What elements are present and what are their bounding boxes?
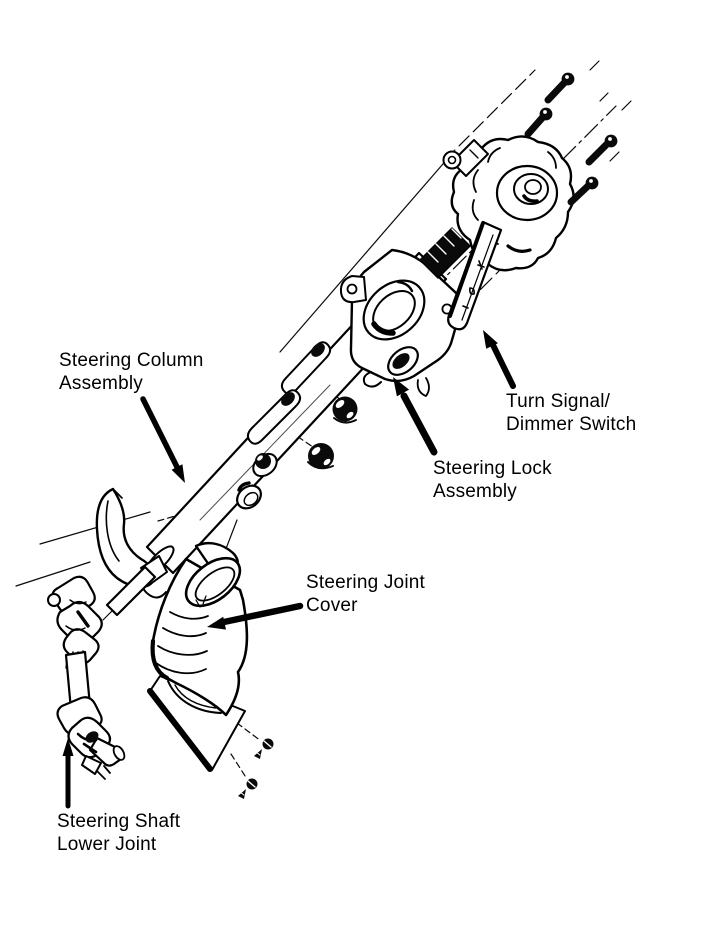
label-line: Dimmer Switch	[506, 414, 637, 435]
turn-signal-bracket	[447, 220, 503, 331]
screw	[238, 778, 258, 799]
label-line: Steering Column	[59, 350, 204, 371]
splined-shaft-section	[419, 227, 471, 279]
screw	[254, 738, 274, 759]
bolt	[544, 72, 575, 104]
label-line: Assembly	[433, 481, 517, 502]
joint-cover	[140, 555, 249, 772]
flanged-nut	[252, 452, 278, 478]
cover-screws	[238, 738, 274, 799]
hex-nuts	[236, 396, 358, 510]
arrow-steering-shaft-lower-joint	[62, 738, 74, 809]
arrow-steering-column-assembly	[140, 396, 185, 483]
hex-nut	[307, 443, 334, 470]
label-steering-lock-assembly: Steering Lock Assembly	[433, 457, 552, 503]
arrow-turn-signal-dimmer-switch	[483, 330, 516, 389]
bolt	[585, 134, 618, 166]
label-turn-signal-dimmer-switch: Turn Signal/ Dimmer Switch	[506, 390, 636, 436]
bolt	[567, 176, 599, 206]
bolt	[524, 107, 553, 138]
label-line: Assembly	[59, 373, 143, 394]
shear-bolts	[524, 72, 618, 206]
label-steering-joint-cover: Steering Joint Cover	[306, 571, 425, 617]
label-steering-column-assembly: Steering Column Assembly	[59, 349, 204, 395]
label-line: Steering Lock	[433, 458, 552, 479]
hex-nut	[332, 396, 358, 424]
label-line: Cover	[306, 595, 358, 616]
arrow-steering-joint-cover	[207, 602, 304, 630]
label-line: Lower Joint	[57, 834, 157, 855]
column-mounting-brackets	[246, 341, 332, 445]
steering-lock-housing	[339, 248, 463, 397]
label-line: Steering Shaft	[57, 811, 181, 832]
label-line: Steering Joint	[306, 572, 425, 593]
cap	[236, 481, 262, 510]
steering-shaft-lower	[47, 565, 157, 780]
label-line: Turn Signal/	[506, 391, 611, 412]
arrow-steering-lock-assembly	[393, 377, 438, 456]
label-steering-shaft-lower-joint: Steering Shaft Lower Joint	[57, 810, 180, 856]
callout-arrows	[62, 330, 516, 809]
